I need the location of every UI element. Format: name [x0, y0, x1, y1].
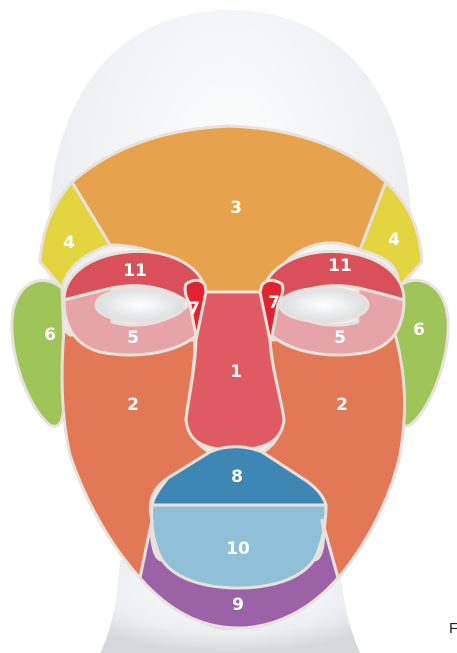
- zone-ear-left: [12, 280, 64, 426]
- label-zone-lower-lip: 10: [226, 539, 250, 559]
- label-zone-upper-eyelid-left: 11: [123, 261, 147, 281]
- eye-right-opening: [280, 288, 368, 322]
- label-zone-nose: 1: [230, 362, 242, 382]
- label-zone-forehead: 3: [230, 198, 242, 218]
- label-zone-temple-right: 4: [388, 230, 400, 250]
- eye-left-opening: [96, 288, 184, 322]
- label-zone-chin: 9: [232, 595, 244, 615]
- label-zone-cheek-left: 2: [127, 395, 139, 415]
- label-zone-upper-eyelid-right: 11: [328, 256, 352, 276]
- label-zone-cheek-right: 2: [336, 395, 348, 415]
- label-zone-ear-right: 6: [413, 320, 425, 340]
- label-zone-temple-left: 4: [63, 233, 75, 253]
- label-zone-ear-left: 6: [44, 325, 56, 345]
- label-zone-inner-canthus-left: 7: [188, 299, 200, 319]
- label-zone-lower-eyelid-right: 5: [334, 328, 346, 348]
- label-zone-upper-lip: 8: [231, 467, 243, 487]
- corner-text: F: [449, 620, 457, 637]
- label-zone-lower-eyelid-left: 5: [127, 328, 139, 348]
- label-zone-inner-canthus-right: 7: [268, 293, 280, 313]
